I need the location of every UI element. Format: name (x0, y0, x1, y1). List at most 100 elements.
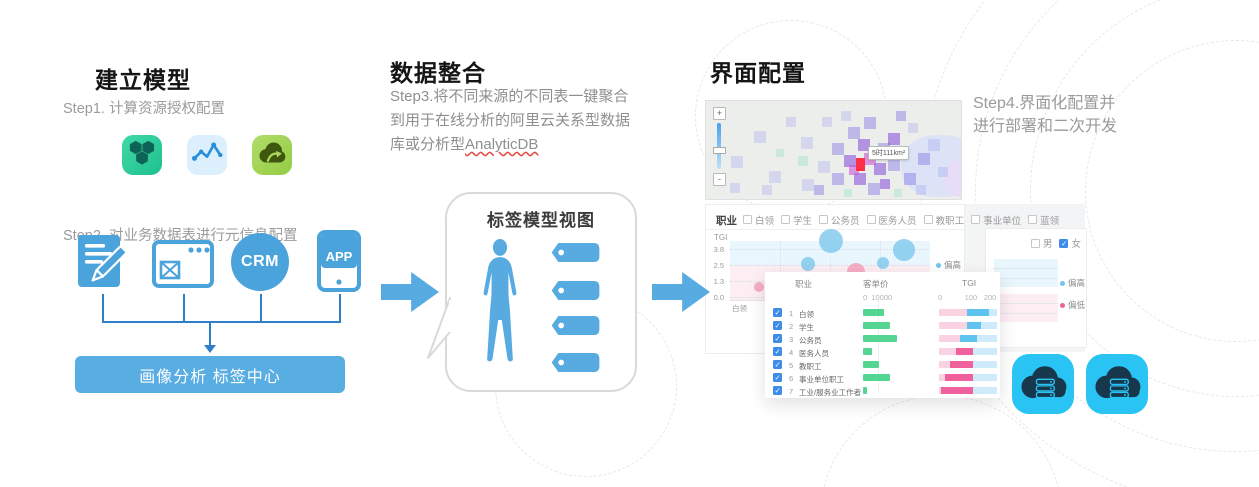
row-checkbox[interactable] (773, 334, 782, 343)
heat-square (858, 139, 870, 151)
checkbox-icon (971, 215, 981, 224)
heat-square (730, 183, 740, 193)
connector-line (260, 294, 262, 322)
map-zoom-slider[interactable] (717, 123, 721, 169)
map-zoom-out-button[interactable]: - (713, 173, 726, 186)
heat-square (904, 173, 916, 185)
occupation-name: 白领 (799, 309, 814, 319)
y-tick-label: 1.3 (713, 277, 724, 286)
low-band (994, 294, 1058, 322)
heat-square (856, 158, 865, 171)
step4-line1: Step4.界面化配置并 (973, 95, 1116, 112)
cloud-database-icon (1086, 354, 1148, 414)
heat-square (849, 165, 859, 175)
tgi-bar (939, 335, 997, 342)
table-rows: 1白领2学生3公务员4医务人员5教职工6事业单位职工7工业/服务业工作者 (765, 306, 1000, 397)
price-scale: 0 10000 (863, 293, 893, 302)
row-checkbox[interactable] (773, 321, 782, 330)
price-bar (863, 309, 931, 316)
table-row: 1 白领 (765, 306, 1000, 319)
cloud-database-icon (1012, 354, 1074, 414)
occupation-filter-checkbox[interactable]: 医务人员 (866, 213, 917, 227)
occupation-filter-checkbox[interactable]: 公务员 (819, 213, 860, 227)
balloon-title: 标签模型视图 (487, 211, 595, 230)
checkbox-icon (781, 215, 791, 224)
high-band (994, 259, 1058, 287)
occupation-filter-checkbox[interactable]: 学生 (781, 213, 812, 227)
occupation-filter-checkbox[interactable]: 事业单位 (971, 213, 1021, 227)
map-zoom-handle[interactable] (713, 147, 726, 154)
gridline (878, 300, 879, 392)
filter-label: 医务人员 (878, 215, 917, 227)
tgi-scale-tick: 0 (938, 293, 943, 302)
table-row: 7工业/服务业工作者 (765, 384, 1000, 397)
checkbox-icon (866, 215, 876, 224)
tag-model-balloon: 标签模型视图 (445, 192, 637, 392)
row-checkbox[interactable] (773, 360, 782, 369)
tgi-scale-tick: 200 (983, 293, 997, 302)
connector-line (339, 294, 341, 322)
column-header-price: 客单价 (863, 279, 889, 289)
tag-center-button-label: 画像分析 标签中心 (139, 368, 281, 386)
heat-square (864, 117, 876, 129)
heat-square (888, 159, 900, 171)
occupation-filter-checkbox[interactable]: 白领 (743, 213, 774, 227)
section-title-interface-config: 界面配置 (710, 60, 806, 87)
occupation-filter-checkbox[interactable]: 蓝领 (1028, 213, 1059, 227)
heat-square (938, 167, 948, 177)
row-checkbox[interactable] (773, 386, 782, 395)
checkbox-icon (1030, 238, 1040, 248)
tgi-bar (939, 387, 997, 394)
row-number: 7 (789, 386, 794, 396)
heat-square (754, 131, 766, 143)
map-zoom-in-button[interactable]: + (713, 107, 726, 120)
document-edit-icon (78, 235, 128, 287)
bubble-point (893, 239, 915, 261)
gender-chart-panel: 男 女 偏高 偏低 (985, 228, 1087, 348)
heat-square (854, 173, 866, 185)
cloud-arrow-icon (259, 142, 286, 163)
legend-dot-pink (1060, 302, 1065, 308)
section-title-data-integration: 数据整合 (390, 60, 486, 87)
bubble-point (877, 257, 889, 269)
crm-label: CRM (241, 253, 279, 270)
column-header-occupation: 职业 (795, 279, 813, 289)
row-checkbox[interactable] (773, 347, 782, 356)
heat-square (801, 137, 813, 149)
browser-window-icon (152, 240, 214, 288)
price-bar (863, 387, 931, 394)
crm-icon: CRM (231, 233, 289, 291)
heat-square (798, 156, 808, 166)
map-district-area (944, 159, 961, 197)
analyticdb-text: AnalyticDB (465, 136, 539, 153)
tag-center-button[interactable]: 画像分析 标签中心 (75, 356, 345, 393)
filter-label: 学生 (793, 215, 813, 227)
heat-square (844, 189, 852, 197)
occupation-name: 教职工 (799, 361, 822, 371)
tgi-bar (939, 309, 997, 316)
row-number: 1 (789, 308, 794, 318)
tag-icon (551, 352, 600, 373)
heat-square (731, 156, 743, 168)
male-checkbox[interactable]: 男 (1030, 236, 1052, 250)
filter-label: 白领 (755, 215, 775, 227)
row-number: 6 (789, 373, 794, 383)
bubble-point (754, 282, 764, 292)
row-checkbox[interactable] (773, 308, 782, 317)
step4-text: Step4.界面化配置并 进行部署和二次开发 (973, 92, 1173, 138)
occupation-filter-checkbox[interactable]: 教职工 (923, 213, 964, 227)
tgi-bar (939, 322, 997, 329)
female-checkbox[interactable]: 女 (1059, 236, 1081, 250)
heat-square (894, 189, 902, 197)
gridline (994, 313, 1058, 314)
heatmap-map[interactable]: + - 5时111km² (705, 100, 962, 200)
occupation-name: 医务人员 (799, 348, 829, 358)
connector-line (209, 321, 211, 347)
step1-text: Step1. 计算资源授权配置 (63, 100, 225, 117)
row-checkbox[interactable] (773, 373, 782, 382)
